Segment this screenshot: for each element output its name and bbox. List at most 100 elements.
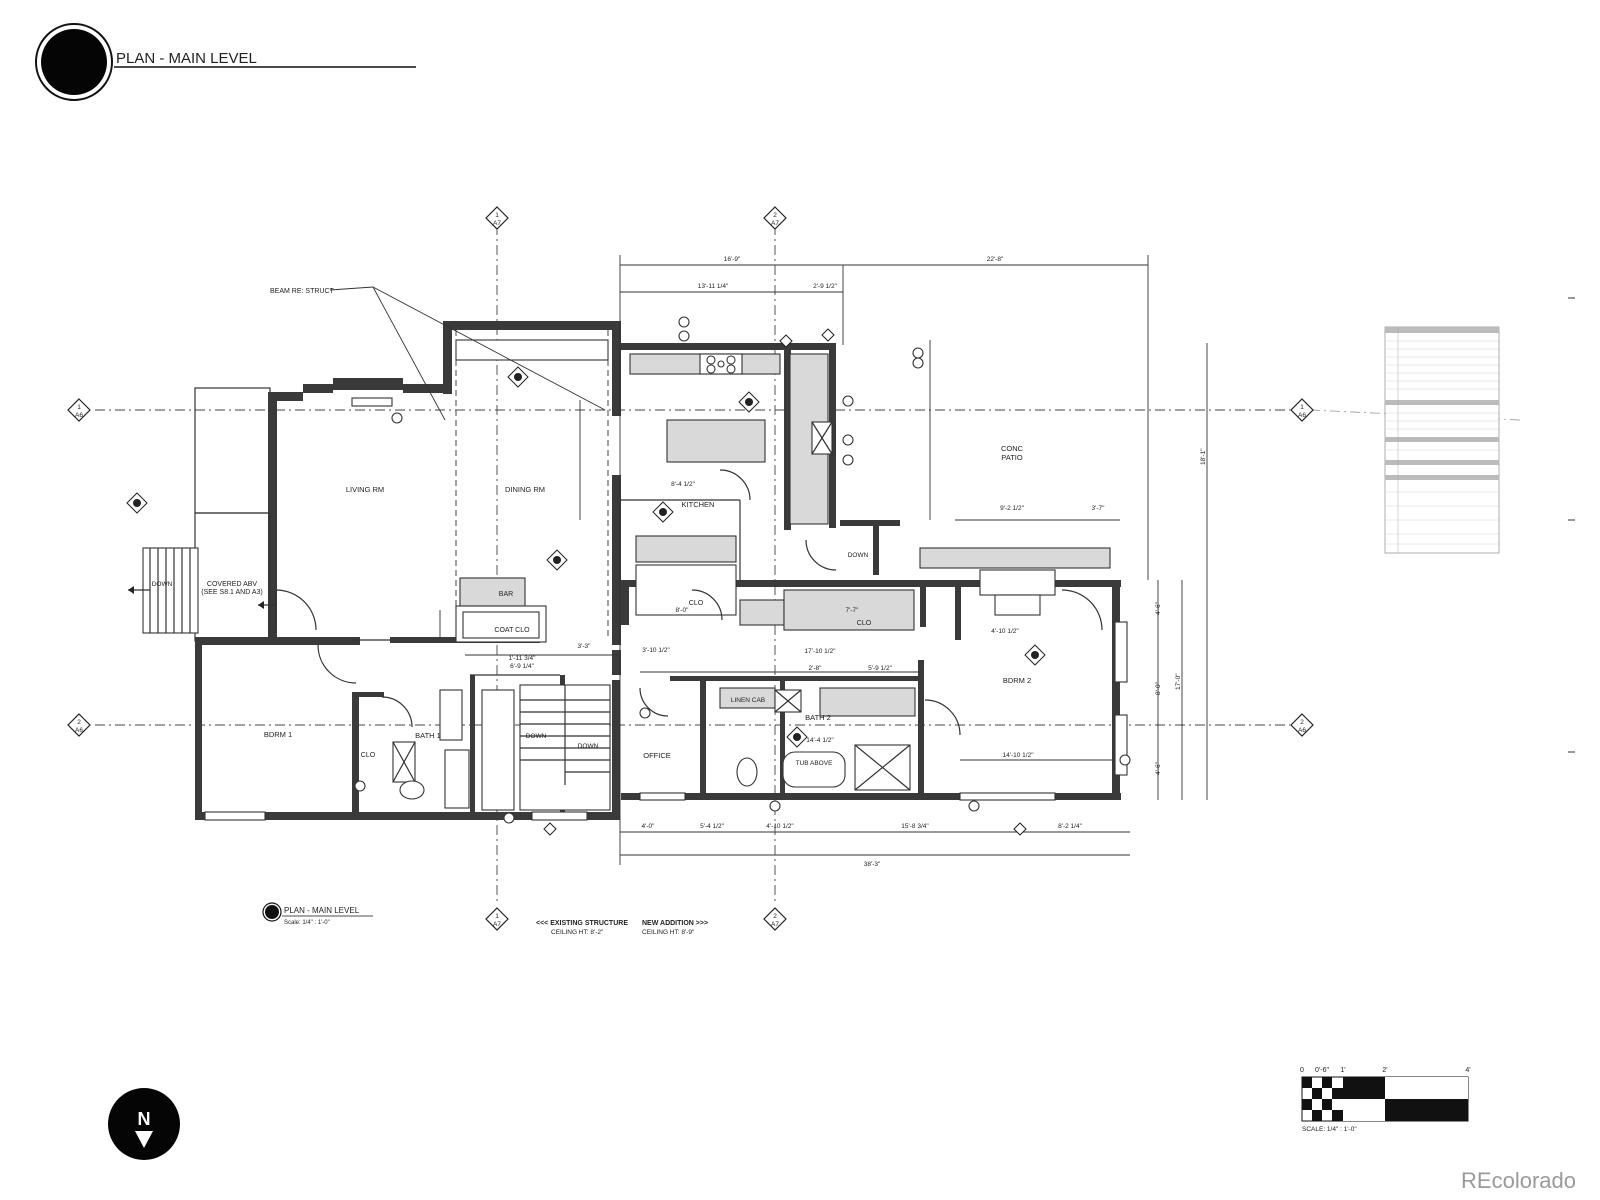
room-covered-2: (SEE S8.1 AND A3) [201,589,262,596]
dim-bottom-3: 4'-10 1/2" [766,823,794,830]
svg-text:A7: A7 [493,921,501,928]
beam-note: BEAM RE: STRUCT [270,288,335,295]
dim-bottom-1: 4'-0" [642,823,656,830]
dim-int-14: 1'-11 3/4" [509,655,537,662]
room-bdrm-2: BDRM 2 [1003,676,1031,685]
svg-text:A7: A7 [493,220,501,227]
new-addition-title: NEW ADDITION >>> [642,920,708,927]
room-dining: DINING RM [505,485,545,494]
svg-text:1: 1 [495,913,499,920]
dim-right-1: 18'-1" [1200,448,1207,465]
room-living: LIVING RM [346,485,384,494]
scale-label-3: 2' [1382,1067,1387,1074]
entry-stair [142,547,199,634]
dim-int-8: 8'-0" [676,607,690,614]
down-label-4: DOWN [848,552,869,559]
dim-int-2: 17'-10 1/2" [804,648,836,655]
dimension-lines [439,255,1208,865]
scale-label-0: 0 [1300,1067,1304,1074]
grid-marker-left-1: 1 A6 [67,398,91,422]
detail-tag-5 [1024,644,1046,666]
down-label-3: DOWN [578,743,599,750]
dim-bottom-5: 8'-2 1/4" [1058,823,1082,830]
title-block: PLAN - MAIN LEVEL [35,23,416,101]
room-coat-clo: COAT CLO [494,627,530,634]
svg-text:2: 2 [1300,719,1304,726]
dim-right-3: 4'-6" [1155,601,1162,615]
svg-text:A6: A6 [75,727,83,734]
north-arrow-icon [135,1131,153,1148]
detail-tag-2 [738,391,760,413]
detail-tag-6 [126,492,148,514]
grid-marker-right-2: 2 A6 [1290,713,1314,737]
walls-addition [621,343,1121,800]
grid-marker-bottom-2: 2 A7 [763,907,787,931]
dim-int-5: 14'-10 1/2" [1002,752,1034,759]
new-addition-ceiling-height: CEILING HT: 8'-9" [642,929,695,936]
watermark-logo: REcolorado [1461,1168,1576,1193]
dim-right-5: 4'-6" [1155,761,1162,775]
north-arrow: N [108,1088,180,1160]
dim-int-10: 5'-9 1/2" [868,665,892,672]
dim-bottom-4: 15'-8 3/4" [901,823,929,830]
svg-text:1: 1 [1300,404,1304,411]
scale-label-2: 1' [1340,1067,1345,1074]
detail-tag-3 [652,501,674,523]
svg-text:A6: A6 [1298,727,1306,734]
room-bar: BAR [499,591,513,598]
room-bath-1: BATH 1 [415,731,441,740]
room-bath-2: BATH 2 [805,713,831,722]
grid-marker-top-2: 2 A7 [763,206,787,230]
dim-top-2: 22'-8" [987,256,1004,263]
dim-bottom-total: 38'-3" [864,861,881,868]
svg-text:1: 1 [77,404,81,411]
grid-marker-bottom-1: 1 A7 [485,907,509,931]
room-covered-1: COVERED ABV [207,581,258,588]
grid-marker-top-1: 1 A7 [485,206,509,230]
tub-label: TUB ABOVE [796,760,834,767]
room-labels: LIVING RM DINING RM KITCHEN CONC PATIO C… [201,444,1031,760]
room-patio-1: CONC [1001,444,1024,453]
svg-text:1: 1 [495,212,499,219]
detail-tags [126,316,1131,836]
grid-lines [95,225,1521,905]
dim-int-4: 3'-7" [1092,505,1106,512]
dim-int-13: 6'-9 1/4" [510,663,534,670]
svg-text:A6: A6 [75,412,83,419]
scale-label-4: 4' [1465,1067,1470,1074]
footer-plan-scale: Scale: 1/4" : 1'-0" [284,920,330,926]
dim-int-12: 3'-10 1/2" [642,647,670,654]
dim-int-6: 4'-10 1/2" [991,628,1019,635]
dim-int-3: 9'-2 1/2" [1000,505,1024,512]
grid-marker-left-2: 2 A6 [67,713,91,737]
interior-lines [329,286,741,676]
dimension-text: 16'-9" 22'-8" 13'-11 1/4" 2'-9 1/2" 4'-0… [509,256,1207,868]
room-clo-3: CLO [361,752,376,759]
footer-plan-title: PLAN - MAIN LEVEL [284,906,360,915]
dim-right-4: 8'-0" [1155,681,1162,695]
room-clo-1: CLO [689,600,704,607]
footer-plan-label: PLAN - MAIN LEVEL Scale: 1/4" : 1'-0" [262,902,373,926]
svg-text:2: 2 [773,212,777,219]
down-label-2: DOWN [526,733,547,740]
dim-int-15: 3'-3" [578,643,592,650]
dim-bottom-2: 5'-4 1/2" [700,823,724,830]
room-kitchen: KITCHEN [682,500,715,509]
detail-tag-1 [507,366,529,388]
scale-bar: 0 0'-6" 1' 2' 4' SCALE: 1/4" : 1'-0" [1300,1067,1471,1133]
room-bdrm-1: BDRM 1 [264,730,292,739]
room-office: OFFICE [643,751,671,760]
dim-right-2: 17'-0" [1175,673,1182,690]
north-letter: N [138,1109,151,1129]
room-clo-2: CLO [857,620,872,627]
dim-top-1: 16'-9" [724,256,741,263]
dim-int-7: 7'-7" [846,607,860,614]
svg-text:A7: A7 [771,921,779,928]
svg-text:A6: A6 [1298,412,1306,419]
detail-tag-4 [546,549,568,571]
door-swings [275,469,1103,736]
detail-tag-7 [786,726,808,748]
notes-table [1384,297,1575,753]
dim-top-4: 2'-9 1/2" [813,283,837,290]
